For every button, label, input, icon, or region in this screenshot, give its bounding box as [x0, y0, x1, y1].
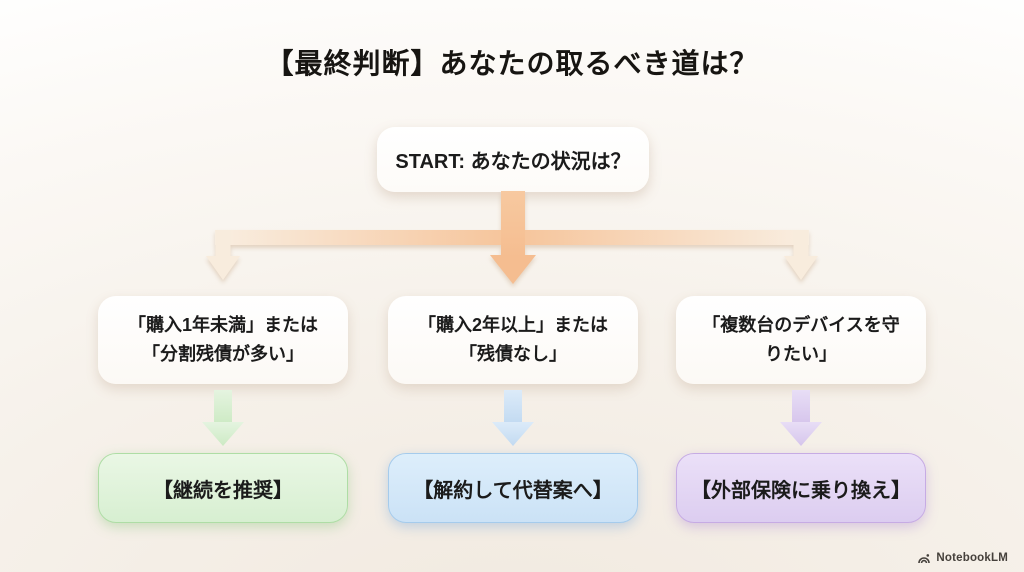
- flow-node-result-switch: 【外部保険に乗り換え】: [676, 453, 926, 523]
- flow-node-condition-1-label: 「購入1年未満」または 「分割残債が多い」: [127, 315, 318, 364]
- down-arrow-blue: [492, 390, 534, 446]
- flow-node-start: START: あなたの状況は？: [377, 127, 649, 192]
- flow-node-condition-3-label: 「複数台のデバイスを守 りたい」: [702, 315, 900, 364]
- flow-node-condition-1: 「購入1年未満」または 「分割残債が多い」: [98, 296, 348, 384]
- notebooklm-logo-icon: [918, 554, 931, 564]
- down-arrow-purple: [780, 390, 822, 446]
- flow-node-result-cancel-label: 【解約して代替案へ】: [413, 479, 613, 502]
- footer-brand-label: NotebookLM: [936, 552, 1008, 564]
- flow-node-condition-2: 「購入2年以上」または 「残債なし」: [388, 296, 638, 384]
- flow-node-condition-2-label: 「購入2年以上」または 「残債なし」: [417, 315, 608, 364]
- flow-node-result-continue-label: 【継続を推奨】: [153, 479, 293, 502]
- flow-node-condition-3: 「複数台のデバイスを守 りたい」: [676, 296, 926, 384]
- flow-node-result-switch-label: 【外部保険に乗り換え】: [691, 479, 911, 502]
- flow-node-result-cancel: 【解約して代替案へ】: [388, 453, 638, 523]
- footer-brand: NotebookLM: [917, 552, 1008, 564]
- flow-node-result-continue: 【継続を推奨】: [98, 453, 348, 523]
- branch-arrow-graphic: [206, 191, 818, 284]
- down-arrow-green: [202, 390, 244, 446]
- flow-node-start-label: START: あなたの状況は？: [395, 151, 631, 173]
- page-title: 【最終判断】あなたの取るべき道は？: [265, 48, 759, 79]
